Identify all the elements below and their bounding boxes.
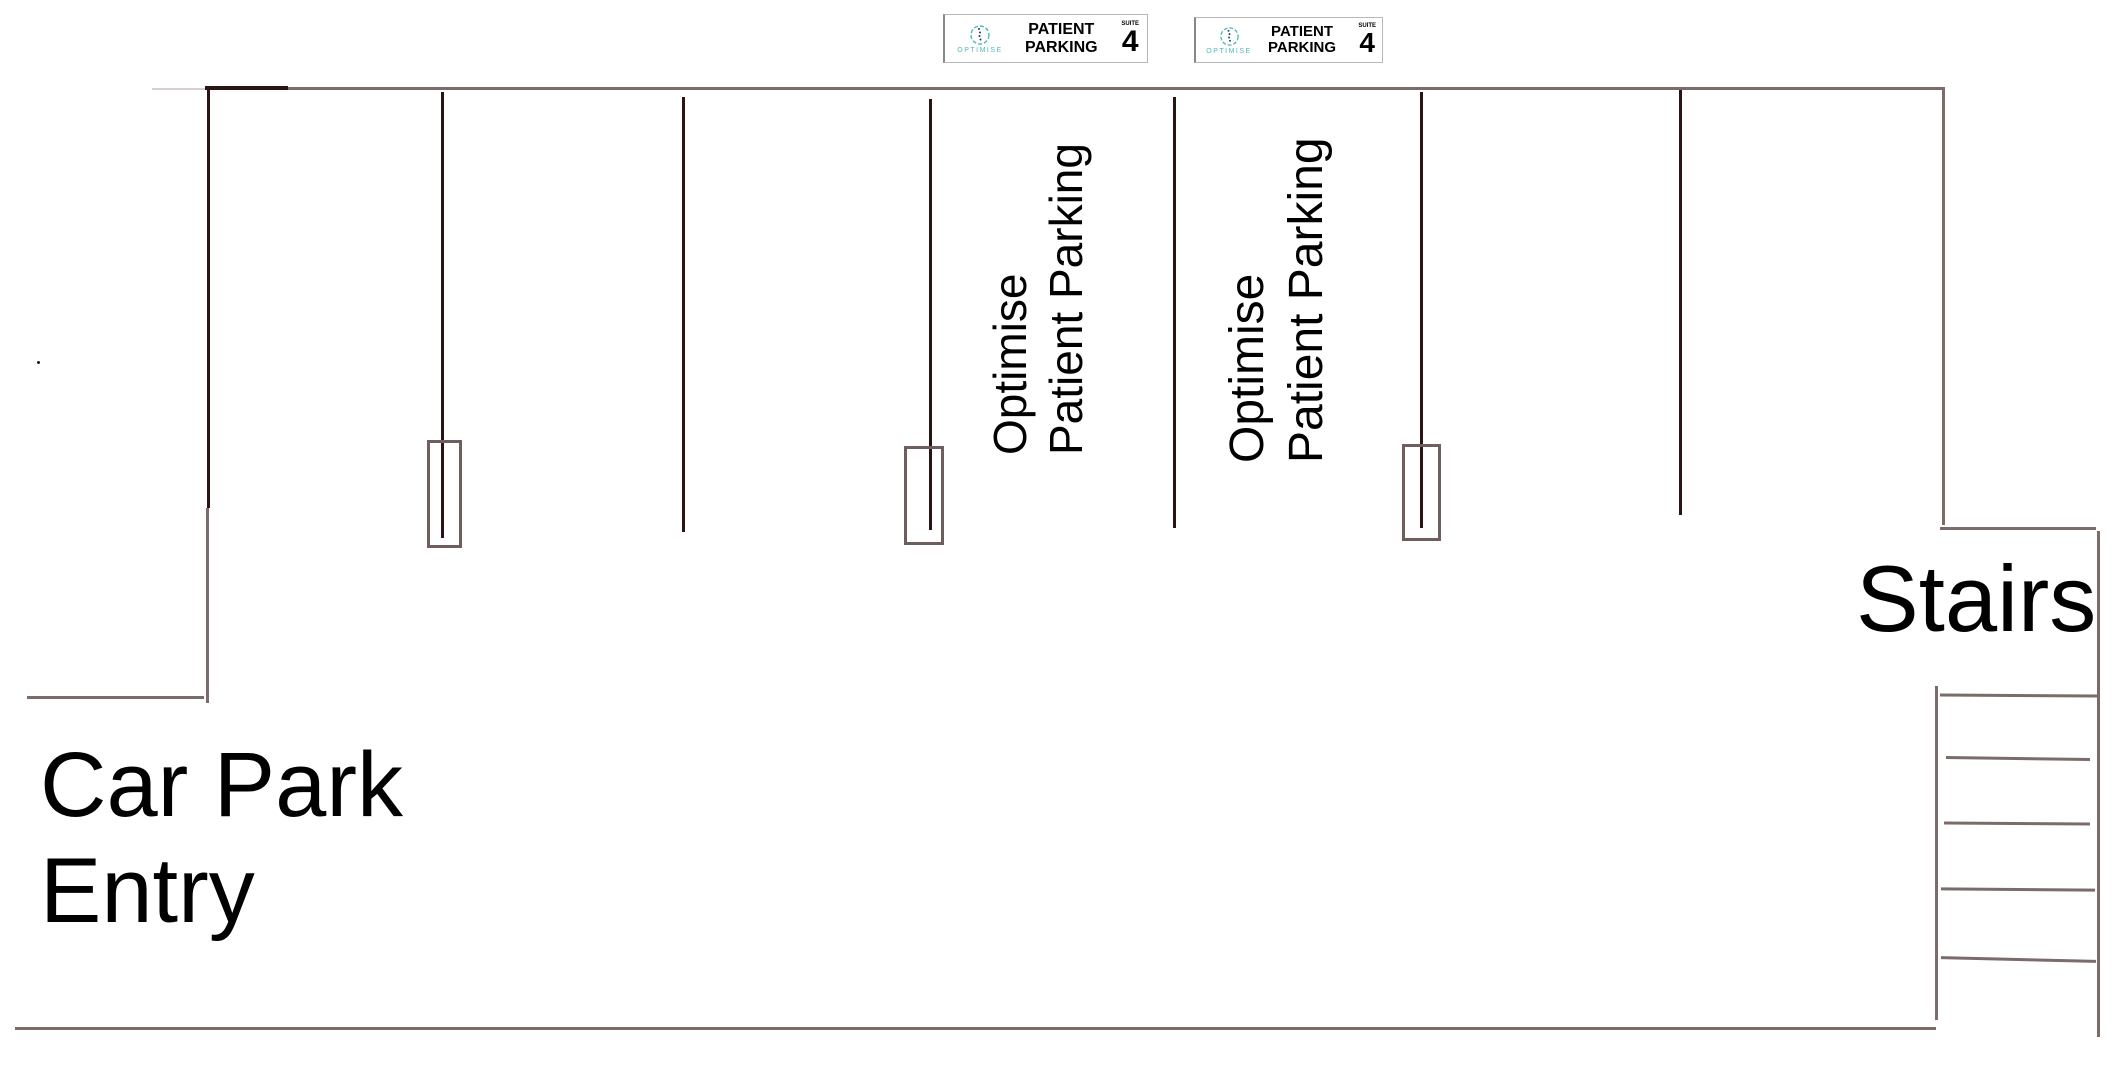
stair-step-5	[1940, 956, 2097, 963]
stair-step-1	[1939, 693, 2098, 698]
top-wall-faint-extension	[152, 88, 205, 90]
entry-label-line2: Entry	[40, 840, 255, 942]
optimise-logo: OPTIMISE	[1200, 26, 1258, 55]
bay-label-1: Optimise Patient Parking	[982, 143, 1094, 455]
bay-label-line1: Optimise	[984, 273, 1036, 455]
stairs-top-wall	[1940, 527, 2096, 530]
logo-text: OPTIMISE	[1206, 47, 1252, 55]
stairs-right-wall	[2097, 531, 2100, 1037]
bay-line-3	[682, 97, 685, 532]
stairs-label: Stairs	[1856, 546, 2097, 651]
suite-label: SUITE	[1121, 20, 1139, 27]
bay-line-6	[1420, 92, 1423, 528]
bay-line-1	[207, 90, 210, 508]
suite-badge: SUITE 4	[1358, 23, 1376, 57]
bay-label-line1: Optimise	[1221, 273, 1274, 463]
entry-label-line1: Car Park	[40, 734, 403, 836]
top-wall-corner-accent	[205, 86, 288, 90]
sign-title-line2: PARKING	[1268, 39, 1337, 56]
suite-label: SUITE	[1358, 23, 1376, 29]
bay-line-5	[1173, 97, 1176, 528]
bottom-boundary	[15, 1027, 1936, 1030]
stair-step-4	[1940, 887, 2096, 892]
suite-number: 4	[1121, 24, 1139, 58]
bay-line-4	[929, 99, 932, 530]
sign-title: PATIENT PARKING	[1268, 22, 1337, 57]
logo-text: OPTIMISE	[957, 46, 1003, 54]
wheel-stop-1	[427, 440, 462, 548]
suite-number: 4	[1359, 27, 1375, 58]
wheel-stop-2	[904, 446, 944, 545]
right-wall	[1942, 87, 1945, 525]
patient-parking-sign-1: OPTIMISE PATIENT PARKING SUITE 4	[943, 14, 1148, 63]
sign-title-line1: PATIENT	[1271, 22, 1333, 40]
wheel-stop-3	[1402, 444, 1441, 541]
stair-step-2	[1945, 755, 2091, 762]
stairs-left-wall	[1935, 686, 1938, 1020]
bay-label-2: Optimise Patient Parking	[1219, 137, 1336, 463]
entry-wall-horizontal	[27, 696, 204, 699]
optimise-logo-icon	[1219, 26, 1239, 46]
stair-step-3	[1943, 821, 2091, 826]
bay-label-line2: Patient Parking	[1040, 143, 1093, 455]
left-wall-lower	[206, 508, 209, 703]
bay-label-line2: Patient Parking	[1279, 137, 1333, 463]
car-park-entry-label: Car Park Entry	[40, 732, 403, 944]
sign-title: PATIENT PARKING	[1025, 21, 1098, 56]
patient-parking-sign-2: OPTIMISE PATIENT PARKING SUITE 4	[1194, 17, 1383, 63]
top-wall	[205, 87, 1944, 90]
optimise-logo-icon	[970, 24, 990, 45]
stray-mark	[37, 361, 40, 364]
bay-line-2	[441, 92, 444, 538]
sign-title-line2: PARKING	[1025, 38, 1098, 56]
bay-line-7	[1679, 90, 1682, 515]
suite-badge: SUITE 4	[1121, 21, 1139, 57]
sign-title-line1: PATIENT	[1028, 20, 1095, 38]
optimise-logo: OPTIMISE	[949, 24, 1011, 54]
